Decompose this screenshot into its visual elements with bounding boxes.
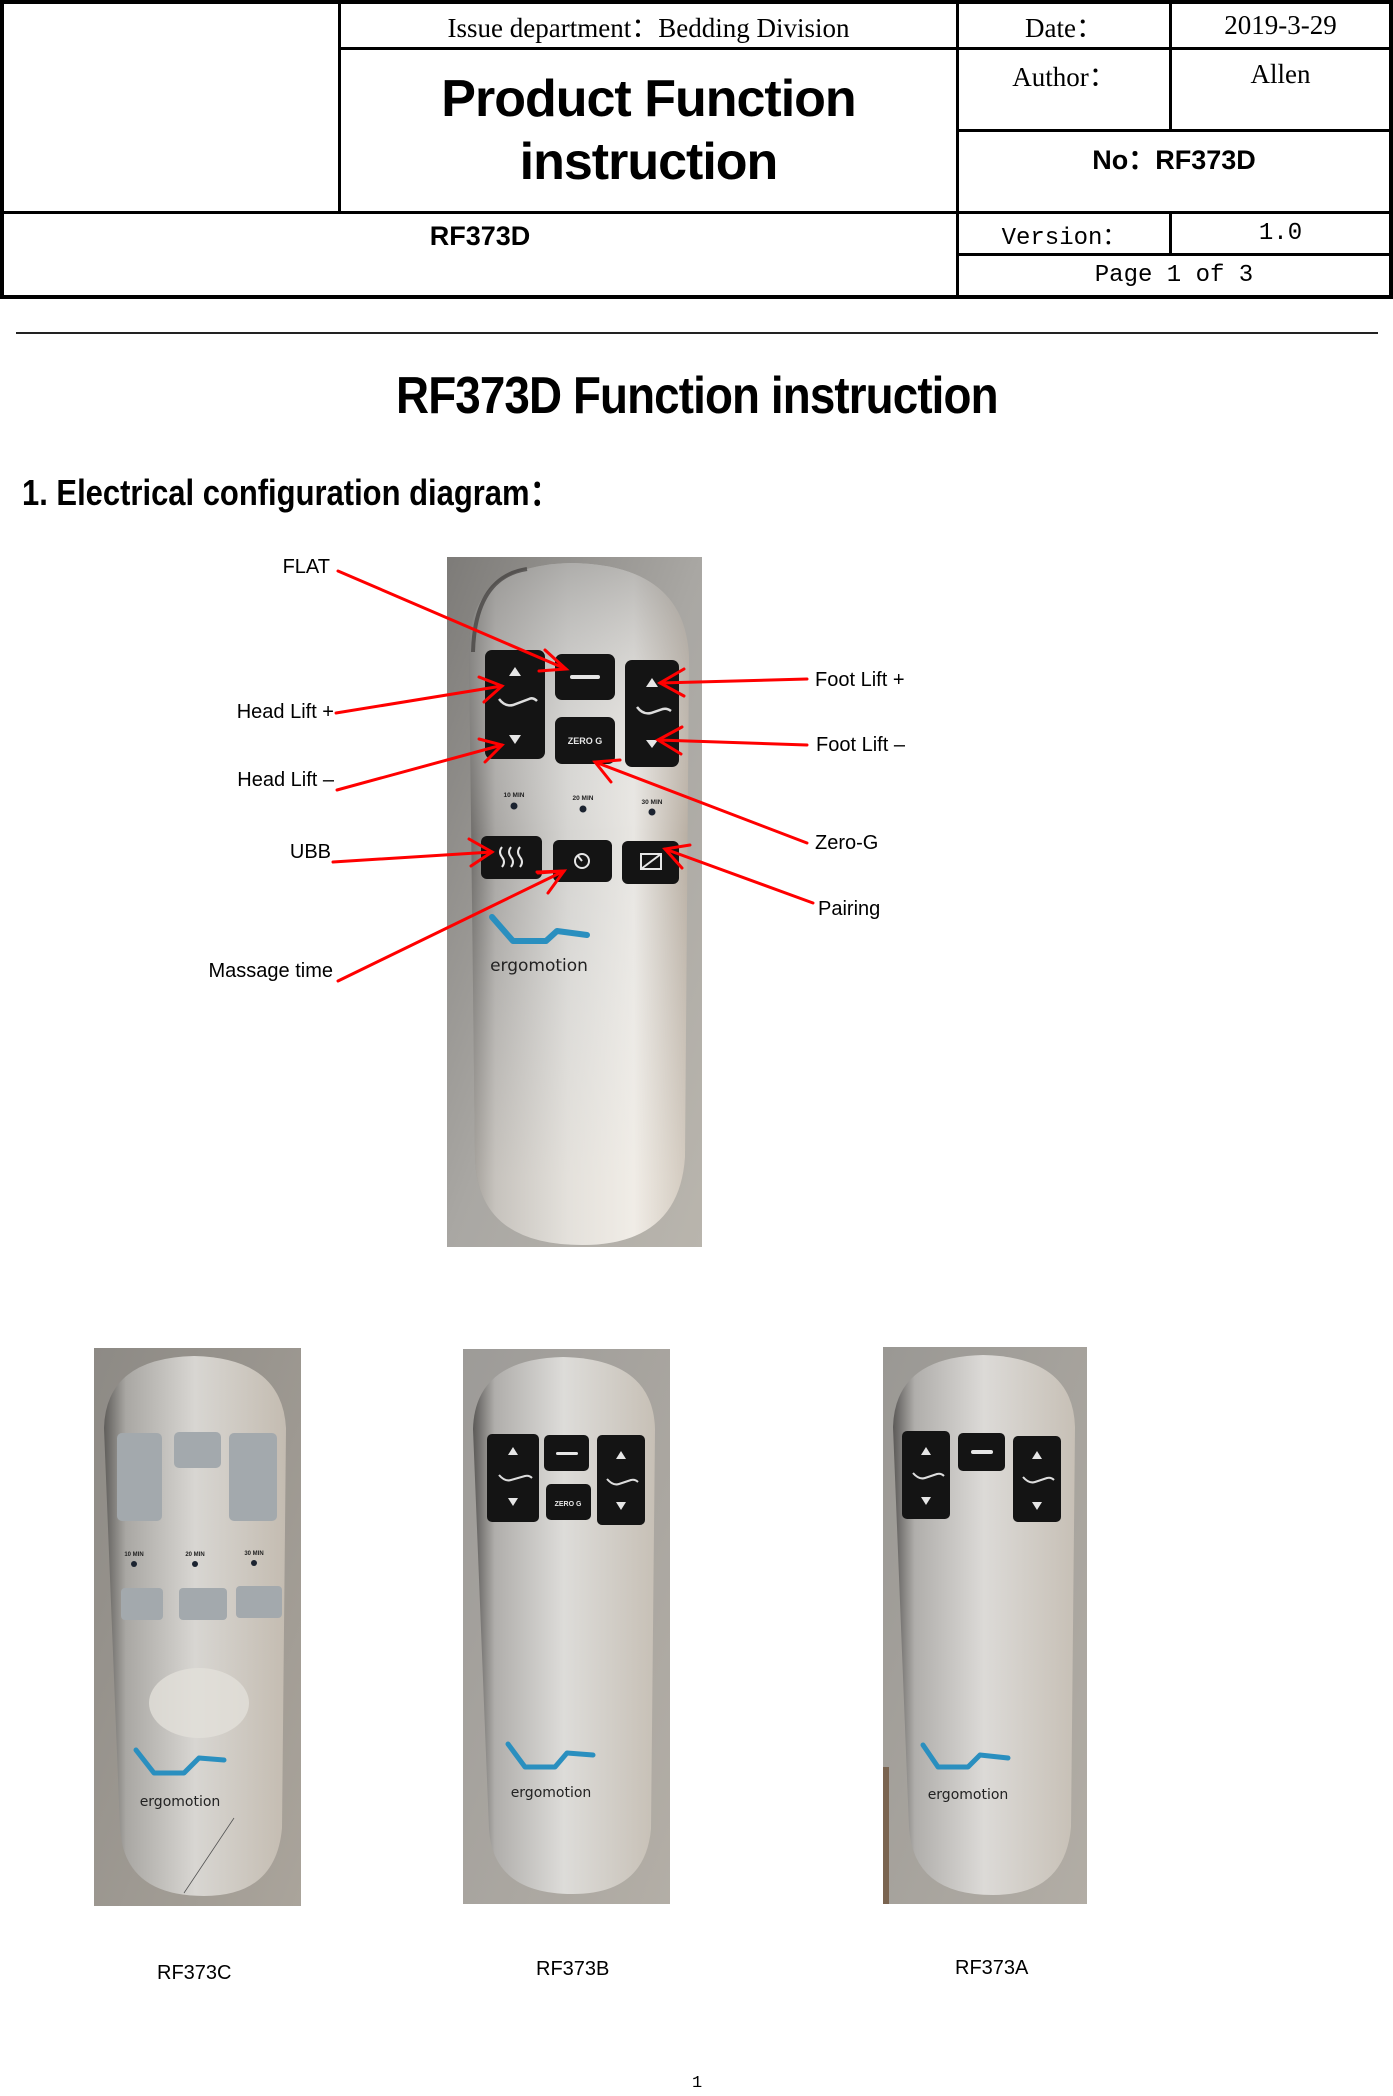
- callout-flat: FLAT: [282, 556, 330, 578]
- brand-name: ergomotion: [511, 1785, 592, 1801]
- document-type-title-line1: Product Function: [441, 70, 856, 129]
- brand-name: ergomotion: [140, 1794, 221, 1810]
- author-label: Author：: [1012, 61, 1116, 92]
- ergomotion-logo-icon: [133, 1747, 227, 1776]
- caption-rf373b: RF373B: [536, 1958, 610, 1980]
- callout-head-lift-down: Head Lift –: [237, 769, 334, 791]
- callout-head-lift-up: Head Lift +: [236, 701, 334, 723]
- table-border-top: [0, 0, 1393, 4]
- date-value: 2019-3-29: [1224, 10, 1337, 40]
- table-divider: [0, 211, 1393, 214]
- caption-rf373a: RF373A: [955, 1957, 1029, 1979]
- author-value: Allen: [1250, 58, 1311, 89]
- table-divider: [338, 0, 341, 213]
- document-number: No：RF373D: [1092, 144, 1256, 175]
- table-divider: [1169, 0, 1172, 130]
- remote-photo-rf373a: ergomotion: [883, 1347, 1087, 1904]
- model-name: RF373D: [429, 220, 531, 251]
- issue-department: Issue department：Bedding Division: [447, 13, 850, 43]
- timer-label-30: 30 MIN: [642, 799, 663, 806]
- caption-rf373c: RF373C: [157, 1962, 232, 1984]
- table-divider: [338, 47, 1393, 50]
- brand-name: ergomotion: [928, 1787, 1009, 1803]
- zero-g-button-label: ZERO G: [555, 1501, 582, 1508]
- ergomotion-logo-icon: [505, 1741, 596, 1770]
- callout-zero-g: Zero-G: [815, 832, 879, 854]
- table-border-bottom: [0, 295, 1393, 299]
- section-heading: 1. Electrical configuration diagram：: [22, 472, 561, 513]
- brand-name: ergomotion: [490, 956, 588, 976]
- table-border-right: [1389, 0, 1393, 299]
- zero-g-button: [555, 717, 615, 764]
- callout-foot-lift-up: Foot Lift +: [815, 669, 905, 691]
- page-title: RF373D Function instruction: [0, 366, 1393, 426]
- remote-illustration: ZERO G 10 MIN 20 MIN 30 MIN ergomotion: [447, 557, 702, 1247]
- zero-g-button-label: ZERO G: [568, 736, 603, 746]
- version-label: Version：: [1001, 224, 1127, 252]
- callout-pairing: Pairing: [818, 898, 881, 920]
- table-divider: [1169, 213, 1172, 255]
- timer-label-30: 30 MIN: [244, 1551, 263, 1557]
- date-label: Date：: [1025, 13, 1103, 43]
- document-type-title: Product Function instruction: [341, 50, 956, 211]
- page-number: 1: [692, 2074, 703, 2093]
- table-divider: [956, 129, 1393, 132]
- ergomotion-logo-icon: [489, 914, 590, 944]
- version-value: 1.0: [1258, 220, 1303, 247]
- timer-label-20: 20 MIN: [573, 795, 594, 802]
- timer-label-10: 10 MIN: [124, 1552, 143, 1558]
- timer-label-10: 10 MIN: [504, 792, 525, 799]
- remote-photo-rf373b: ZERO G ergomotion: [463, 1349, 670, 1904]
- header-divider-rule: [16, 332, 1378, 334]
- page-info: Page 1 of 3: [1094, 262, 1254, 289]
- callout-arrows: [331, 569, 815, 983]
- callout-ubb: UBB: [289, 841, 331, 863]
- ergomotion-logo-icon: [920, 1742, 1011, 1770]
- remote-photo-rf373c: 10 MIN 20 MIN 30 MIN ergomotion: [94, 1348, 301, 1906]
- massage-time-button: [553, 840, 612, 882]
- document-type-title-line2: instruction: [519, 132, 779, 191]
- remote-photo-rf373d: ZERO G 10 MIN 20 MIN 30 MIN ergomotion: [447, 557, 702, 1247]
- callout-massage-time: Massage time: [208, 960, 334, 982]
- page-title-text: RF373D Function instruction: [395, 367, 999, 425]
- table-border-left: [0, 0, 4, 299]
- timer-label-20: 20 MIN: [185, 1552, 204, 1558]
- table-divider: [956, 253, 1393, 256]
- callout-foot-lift-down: Foot Lift –: [816, 734, 905, 756]
- table-divider: [956, 0, 959, 299]
